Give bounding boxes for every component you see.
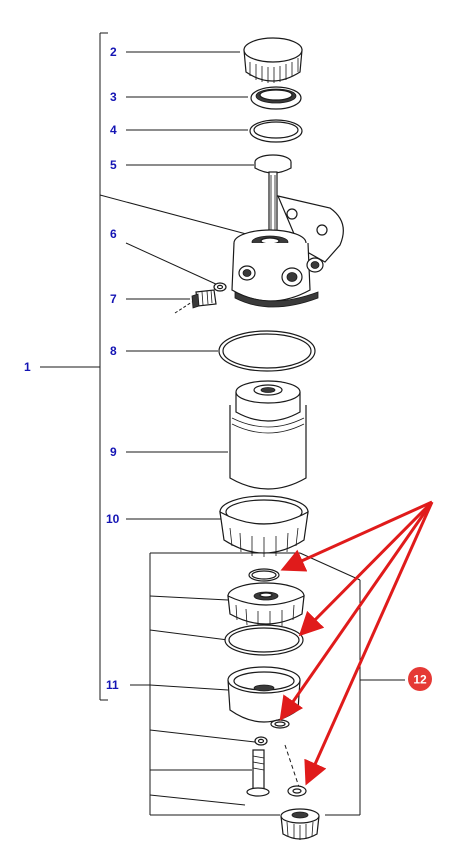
- label-5: 5: [110, 158, 117, 172]
- part-11-bowl-seal: [270, 719, 290, 729]
- part-2-cap: [243, 37, 303, 83]
- callout-arrows: [279, 500, 434, 786]
- callout-badge-12: 12: [408, 667, 432, 691]
- part-11-oring: [224, 624, 304, 656]
- part-11-housing-top: [227, 582, 305, 627]
- part-6-washer: [213, 282, 227, 292]
- part-7-bleed-screw: [174, 289, 217, 314]
- part-11-drain-plug: [280, 808, 320, 840]
- label-9: 9: [110, 445, 117, 459]
- label-7: 7: [110, 292, 117, 306]
- bracket-group-11: [130, 552, 405, 816]
- label-4: 4: [110, 123, 117, 137]
- part-11-sensor-bolt: [246, 749, 270, 797]
- part-11-small-oring: [248, 568, 280, 582]
- part-8-seal-ring: [218, 330, 316, 372]
- label-10: 10: [106, 512, 120, 526]
- label-8: 8: [110, 344, 117, 358]
- leader-lines: [99, 51, 301, 806]
- label-3: 3: [110, 90, 117, 104]
- part-10-bowl-nut: [219, 495, 309, 557]
- part-11-drain-washer: [287, 785, 307, 797]
- part-3-ring: [250, 86, 302, 110]
- label-11: 11: [106, 678, 119, 692]
- part-11-washer: [254, 736, 268, 746]
- part-9-filter-cartridge: [229, 380, 307, 490]
- arrow-to-small-oring: [280, 500, 433, 572]
- bracket-group-1: [40, 32, 108, 701]
- part-11-water-bowl: [227, 666, 301, 723]
- part-filter-head: [231, 195, 344, 308]
- callout-labels: 1 2 3 4 5 6 7 8 9 10 11: [24, 45, 120, 692]
- arrow-to-bowl-seal: [279, 501, 434, 721]
- part-4-oring: [249, 119, 303, 143]
- arrow-to-drain-washer: [304, 501, 434, 786]
- label-6: 6: [110, 227, 117, 241]
- label-1: 1: [24, 360, 31, 374]
- badge-12-text: 12: [413, 673, 427, 687]
- label-2: 2: [110, 45, 117, 59]
- arrow-to-oring: [298, 500, 434, 637]
- part-5-plunger: [254, 154, 292, 235]
